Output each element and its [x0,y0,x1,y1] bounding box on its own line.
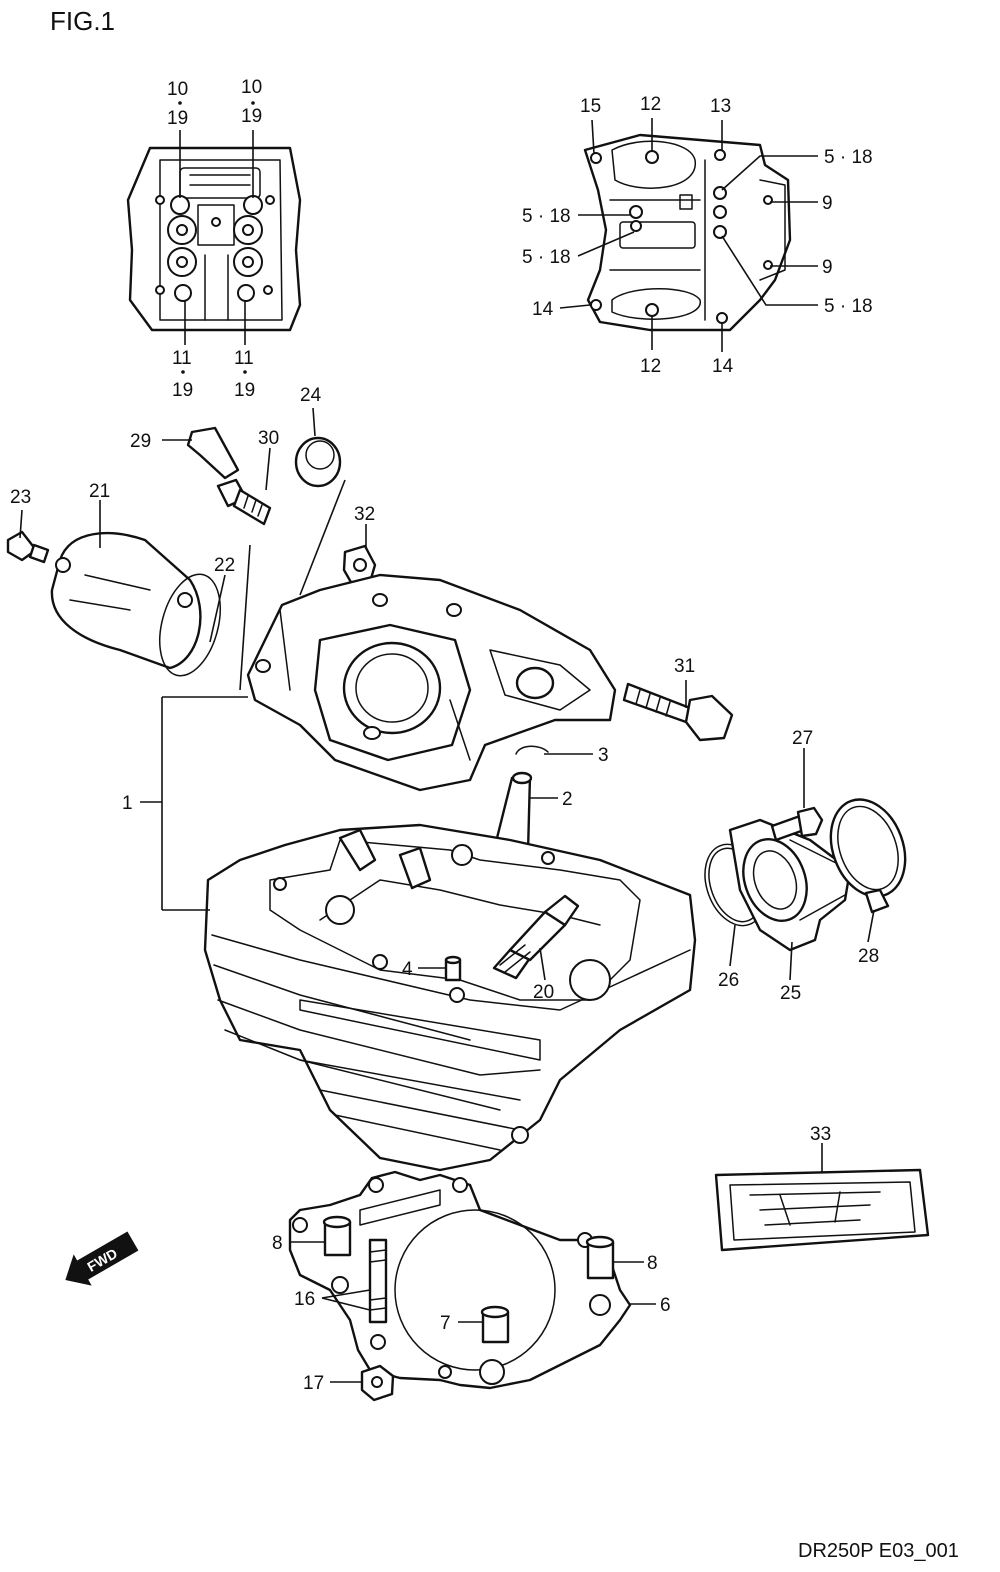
label-12-top: 12 [640,94,661,115]
label-11-right: 11 [234,348,254,369]
label-19-right-top: 19 [241,106,262,127]
label-5-18-upper-left: 5 · 18 [522,206,571,227]
part-1-cylinder-head [203,823,697,1172]
part-3-clip [515,745,549,755]
label-10-right: 10 [241,77,262,98]
part-29-clamp [186,426,240,480]
part-24-cap [294,436,342,488]
fwd-arrow-icon: FWD [65,1231,139,1286]
label-6: 6 [660,1295,671,1316]
label-15: 15 [580,96,601,117]
leader-lines [19,407,875,1383]
label-25: 25 [780,983,801,1004]
label-23: 23 [10,487,31,508]
part-27-screw [770,806,824,842]
label-20: 20 [533,982,554,1003]
label-11-left: 11 [172,348,192,369]
label-1: 1 [122,793,133,814]
part-31-bolt [622,682,734,742]
label-4: 4 [402,959,413,980]
label-5-18-lower-left: 5 · 18 [522,247,571,268]
label-3: 3 [598,745,609,766]
head-cover-underside [583,133,792,332]
label-8-right: 8 [647,1253,658,1274]
label-9-lower: 9 [822,257,833,278]
label-33: 33 [810,1124,831,1145]
label-22: 22 [214,555,235,576]
label-26: 26 [718,970,739,991]
label-30: 30 [258,428,279,449]
label-13: 13 [710,96,731,117]
label-9-upper: 9 [822,193,833,214]
label-21: 21 [89,481,110,502]
label-14-right: 14 [712,356,734,377]
label-28: 28 [858,946,879,967]
part-33-bond-tube [714,1168,930,1252]
part-7-dowel [480,1305,510,1344]
label-31: 31 [674,656,695,677]
part-16-stud [368,1238,388,1324]
part-21-tappet-cover [50,531,202,670]
part-23-bolt [6,530,50,564]
part-6-head-gasket [288,1170,632,1390]
label-19-left-top: 19 [167,108,188,129]
part-25-intake-pipe [728,818,852,952]
part-8-dowel-right [585,1235,615,1280]
part-8-dowel-left [322,1215,352,1257]
label-24: 24 [300,385,322,406]
part-30-bolt [216,478,272,526]
label-8-left: 8 [272,1233,283,1254]
head-top-leaders [178,101,255,374]
part-28-clamp-band [829,798,907,914]
label-27: 27 [792,728,813,749]
part-1-head-cover [246,573,617,792]
label-2: 2 [562,789,573,810]
label-19-left-bottom: 19 [172,380,193,401]
label-19-right-bottom: 19 [234,380,255,401]
label-7: 7 [440,1313,451,1334]
figure-title: FIG.1 [50,6,115,36]
label-5-18-upper-right: 5 · 18 [824,147,873,168]
label-10-left: 10 [167,79,188,100]
label-29: 29 [130,431,151,452]
label-32: 32 [354,504,375,525]
part-4-dowel [444,955,462,982]
label-12-bottom: 12 [640,356,661,377]
figure-code: DR250P E03_001 [798,1540,959,1562]
label-14-left: 14 [532,299,554,320]
head-top-view [126,146,302,332]
label-17: 17 [303,1373,324,1394]
part-17-nut [360,1364,395,1402]
head-cover-leaders [559,118,818,352]
part-20-spark-plug [492,894,580,980]
label-5-18-lower-right: 5 · 18 [824,296,873,317]
label-16: 16 [294,1289,315,1310]
part-22-o-ring [159,573,221,677]
